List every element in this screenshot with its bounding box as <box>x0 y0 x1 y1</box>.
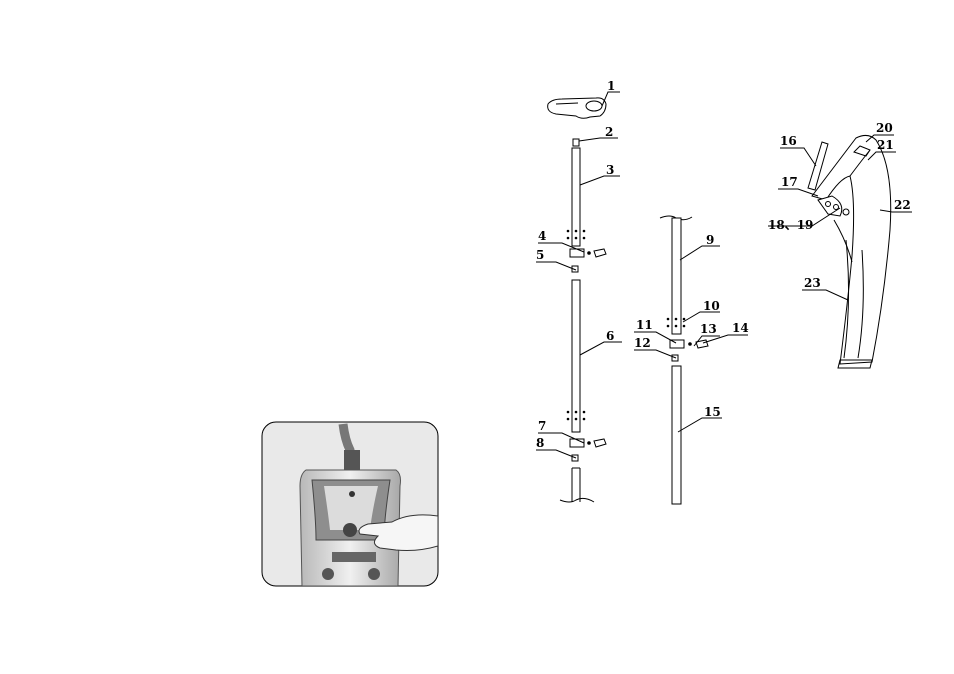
label-9: 9 <box>706 233 714 247</box>
label-7: 7 <box>538 419 546 433</box>
label-23: 23 <box>804 276 821 290</box>
part-22-housing <box>812 135 891 364</box>
part-2-cap <box>573 139 579 146</box>
label-8: 8 <box>536 436 544 450</box>
label-10: 10 <box>703 299 720 313</box>
part-9-tube <box>672 218 681 334</box>
label-16: 16 <box>780 134 797 148</box>
inset-photo <box>262 422 438 586</box>
lower-tube-stub <box>560 468 594 502</box>
handle-body-assembly <box>808 135 891 368</box>
label-6: 6 <box>606 329 614 343</box>
part-4-connector <box>570 249 584 257</box>
label-2: 2 <box>605 125 613 139</box>
label-22: 22 <box>894 198 911 212</box>
part-15-lower-tube <box>672 366 681 504</box>
middle-tube-assembly <box>660 216 708 504</box>
label-14: 14 <box>732 321 749 335</box>
label-5: 5 <box>536 248 544 262</box>
label-11: 11 <box>636 318 653 332</box>
label-20: 20 <box>876 121 893 135</box>
left-tube-assembly <box>548 98 606 502</box>
part-6-middle-tube <box>572 280 580 432</box>
label-4: 4 <box>538 229 546 243</box>
label-3: 3 <box>606 163 614 177</box>
label-13: 13 <box>700 322 717 336</box>
label-18-19: 18、19 <box>768 218 813 232</box>
label-15: 15 <box>704 405 721 419</box>
part-18-19-screws <box>843 209 849 215</box>
label-21: 21 <box>877 138 894 152</box>
label-1: 1 <box>607 79 615 93</box>
label-12: 12 <box>634 336 651 350</box>
label-17: 17 <box>781 175 798 189</box>
